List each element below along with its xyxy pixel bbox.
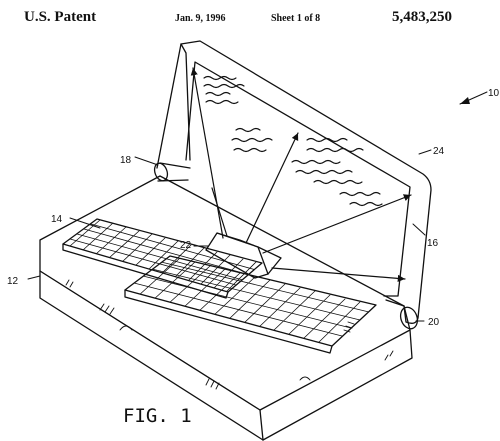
ref-12: 12 bbox=[7, 276, 19, 287]
ref-24: 24 bbox=[433, 146, 445, 157]
keyboard-right bbox=[124, 255, 377, 347]
sheet-indicator: Sheet 1 of 8 bbox=[271, 13, 321, 24]
ref-22: 22 bbox=[180, 240, 192, 251]
ref-16: 16 bbox=[427, 238, 439, 249]
patent-number: 5,483,250 bbox=[392, 9, 452, 25]
base-top bbox=[39, 175, 411, 411]
lid-outer bbox=[156, 40, 432, 324]
hinge-right bbox=[399, 306, 419, 330]
ref-14: 14 bbox=[51, 214, 63, 225]
projector-device bbox=[205, 232, 269, 279]
keyboard-left bbox=[62, 218, 263, 293]
lid-inner bbox=[185, 61, 411, 297]
ref-18: 18 bbox=[120, 155, 132, 166]
patent-date: Jan. 9, 1996 bbox=[175, 13, 226, 24]
figure-label: FIG. 1 bbox=[123, 405, 192, 427]
ref-10: 10 bbox=[488, 88, 500, 99]
patent-title: U.S. Patent bbox=[24, 9, 97, 25]
ref-20: 20 bbox=[428, 317, 440, 328]
base-front bbox=[39, 270, 264, 441]
